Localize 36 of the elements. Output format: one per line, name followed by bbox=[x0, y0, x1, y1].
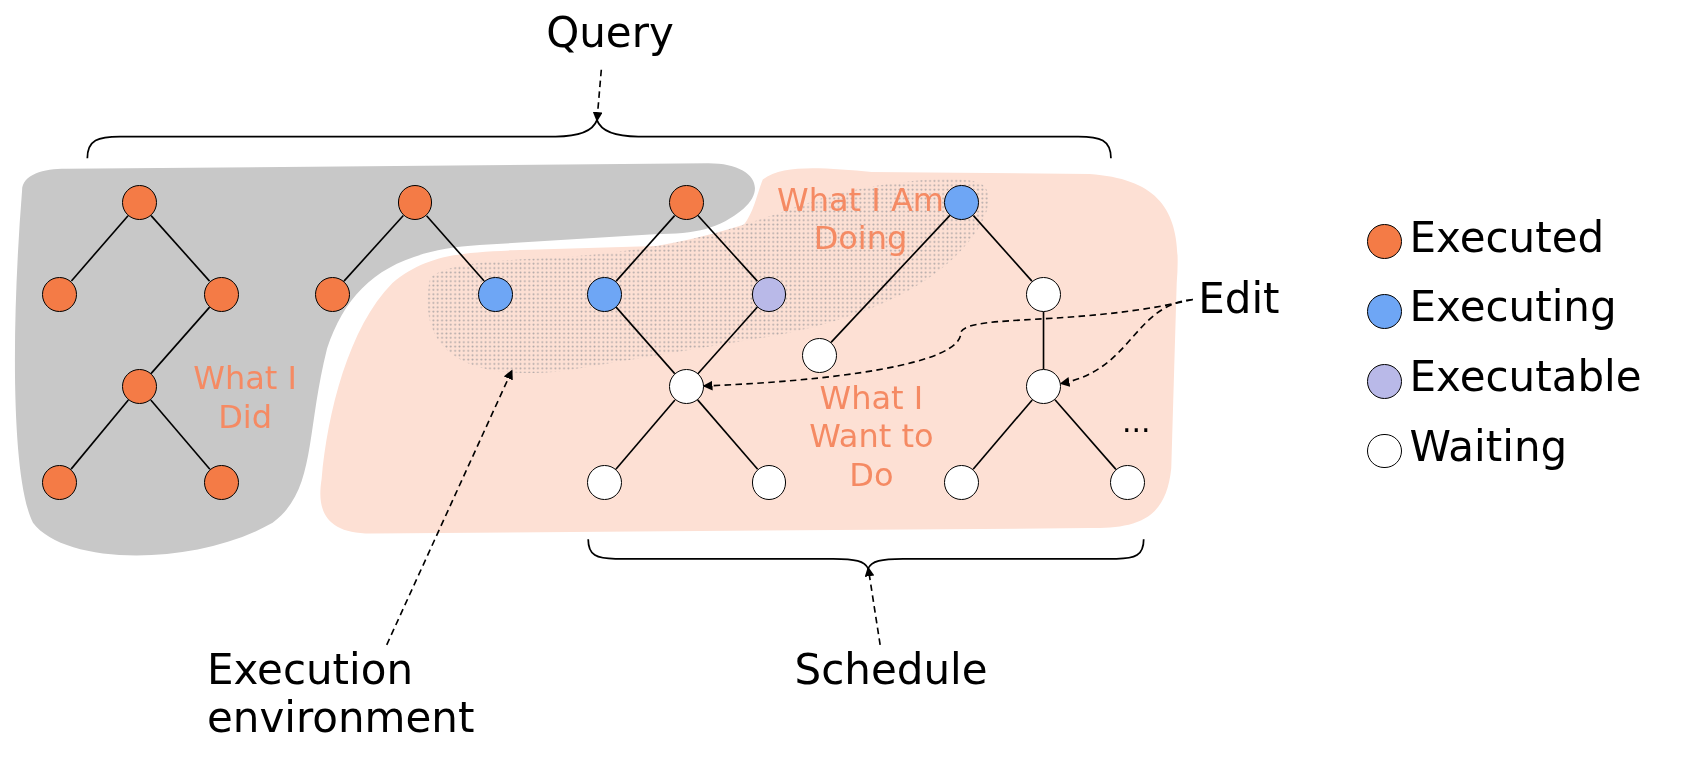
region-label: What I Am Doing bbox=[776, 180, 945, 258]
tree-edge bbox=[696, 399, 759, 471]
dashed-arrow bbox=[864, 566, 881, 646]
callout-label: Schedule bbox=[760, 645, 1022, 695]
region-label: What I Want to Do bbox=[808, 379, 935, 495]
brace bbox=[586, 537, 1146, 571]
tree-edge bbox=[615, 214, 676, 282]
tree-edge bbox=[697, 214, 759, 282]
dashed-arrow bbox=[702, 298, 1194, 391]
callout-label: Edit bbox=[1198, 274, 1318, 323]
tree-edge bbox=[615, 306, 676, 375]
legend-label: Executing bbox=[1409, 283, 1617, 332]
ellipsis-label: ... bbox=[1121, 405, 1151, 440]
dashed-arrow bbox=[385, 369, 513, 646]
tree-edge bbox=[615, 399, 676, 471]
tree-edge bbox=[1042, 310, 1045, 371]
tree-edge bbox=[425, 214, 485, 282]
tree-edge bbox=[70, 399, 130, 470]
callout-label: Execution environment bbox=[206, 645, 534, 743]
callout-label: Query bbox=[522, 8, 698, 57]
region-label: What I Did bbox=[192, 359, 298, 437]
tree-edge bbox=[972, 399, 1034, 471]
dashed-arrow bbox=[1059, 298, 1194, 387]
legend-label: Executed bbox=[1409, 213, 1605, 262]
tree-edge bbox=[1054, 398, 1117, 471]
tree-edge bbox=[70, 214, 129, 282]
tree-edge bbox=[972, 214, 1033, 282]
tree-edge bbox=[697, 306, 759, 375]
tree-edge bbox=[150, 214, 211, 282]
tree-edge bbox=[149, 399, 211, 471]
legend-label: Executable bbox=[1409, 352, 1642, 402]
legend-label: Waiting bbox=[1409, 422, 1568, 471]
tree-edge bbox=[830, 214, 951, 344]
tree-edge bbox=[150, 306, 211, 375]
tree-edge bbox=[343, 214, 405, 282]
dashed-arrow bbox=[592, 68, 603, 122]
